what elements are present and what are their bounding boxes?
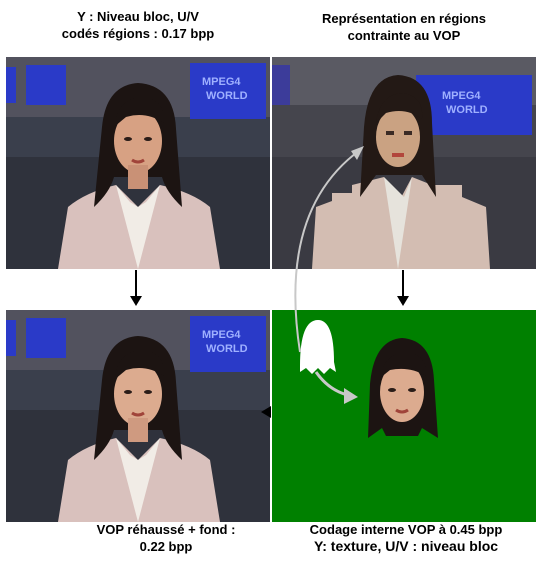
screen-text-line1-c: MPEG4 [202, 329, 241, 341]
screen-text-line1-b: MPEG4 [442, 90, 481, 102]
screen-blue-rect-3 [190, 316, 266, 372]
caption-top-left-line1: Y : Niveau bloc, U/V [77, 9, 199, 24]
screen-text-line2-b: WORLD [446, 104, 488, 116]
caption-bottom-left-line1: VOP réhaussé + fond : [96, 522, 236, 537]
frame-region-representation: MPEG4 WORLD [272, 57, 536, 269]
screen-text-line1: MPEG4 [202, 76, 241, 88]
region-image: MPEG4 WORLD [272, 57, 536, 269]
caption-top-left: Y : Niveau bloc, U/V codés régions : 0.1… [6, 8, 270, 42]
vop-on-green-image [272, 310, 536, 522]
caption-top-right-line2: contrainte au VOP [347, 28, 461, 43]
screen-text-line2-c: WORLD [206, 343, 248, 355]
caption-top-left-line2: codés régions : 0.17 bpp [61, 26, 215, 41]
caption-bottom-right-line1: Codage interne VOP à 0.45 bpp [309, 522, 503, 537]
frame-enhanced-vop: MPEG4 WORLD [6, 310, 270, 522]
caption-bottom-right-line2: Y: texture, U/V : niveau bloc [313, 538, 499, 554]
frame-block-coded: MPEG4 WORLD [6, 57, 270, 269]
caption-bottom-right: Codage interne VOP à 0.45 bpp Y: texture… [272, 521, 540, 555]
frame-vop-coding [272, 310, 536, 522]
newsreader-image: MPEG4 WORLD [6, 57, 270, 269]
caption-bottom-left: VOP réhaussé + fond : 0.22 bpp [60, 521, 272, 555]
caption-top-right: Représentation en régions contrainte au … [272, 10, 536, 44]
screen-text-line2: WORLD [206, 90, 248, 102]
screen-blue-rect-2 [416, 75, 532, 135]
screen-blue-rect [190, 63, 266, 119]
caption-top-right-line1: Représentation en régions [322, 11, 486, 26]
enhanced-image: MPEG4 WORLD [6, 310, 270, 522]
caption-bottom-left-line2: 0.22 bpp [139, 539, 193, 554]
